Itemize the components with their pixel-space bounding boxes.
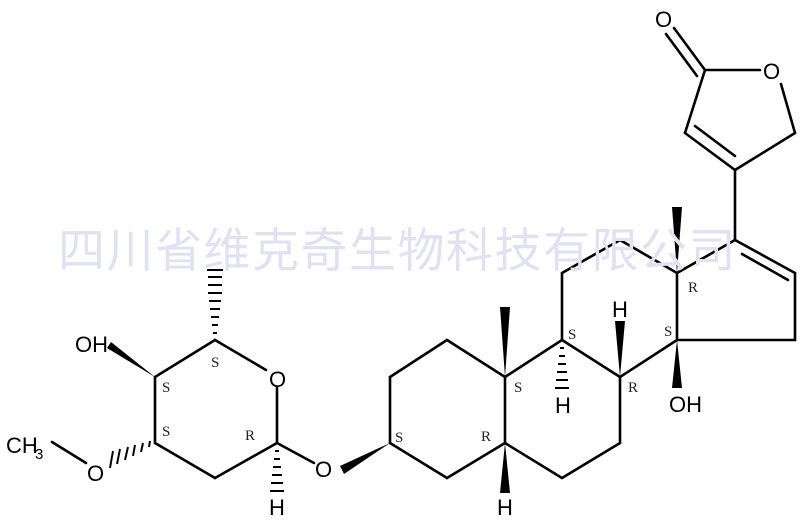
- c8-hydrogen: H: [612, 297, 628, 322]
- c9-hydrogen: H: [555, 393, 571, 418]
- stereo-c3: S: [395, 430, 403, 446]
- stereo-c13: R: [688, 280, 698, 296]
- sugar-anomeric-hydrogen: H: [269, 495, 285, 520]
- stereo-sugar-c3: S: [162, 424, 170, 440]
- atom-labels: O O OH CH 3 O O O H OH H H H: [6, 7, 780, 520]
- methoxy-subscript: 3: [35, 446, 43, 463]
- hash-bonds: [109, 269, 569, 492]
- c5-hydrogen: H: [497, 495, 513, 520]
- stereo-c14: S: [664, 324, 672, 340]
- methoxy-oxygen: O: [87, 461, 104, 486]
- stereo-c9: S: [568, 327, 576, 343]
- wedge-bonds: [107, 207, 682, 493]
- lactone-carbonyl-oxygen: O: [655, 7, 672, 32]
- sugar-ring-oxygen: O: [269, 367, 286, 392]
- lactone-ring-oxygen: O: [763, 59, 780, 84]
- stereo-sugar-c1: R: [245, 428, 255, 444]
- stereo-sugar-c5: S: [211, 355, 219, 371]
- bonds: [50, 26, 797, 480]
- stereo-c5: R: [481, 429, 491, 445]
- stereo-c10: S: [514, 380, 522, 396]
- methoxy-ch-label: CH: [6, 433, 38, 458]
- c14-hydroxyl-label: OH: [669, 392, 702, 417]
- stereo-sugar-c4: S: [162, 380, 170, 396]
- glycosidic-oxygen: O: [315, 457, 332, 482]
- stereo-labels: S S S R S R S S R S R: [162, 280, 698, 446]
- stereo-c8: R: [628, 380, 638, 396]
- sugar-hydroxyl-label: OH: [75, 332, 108, 357]
